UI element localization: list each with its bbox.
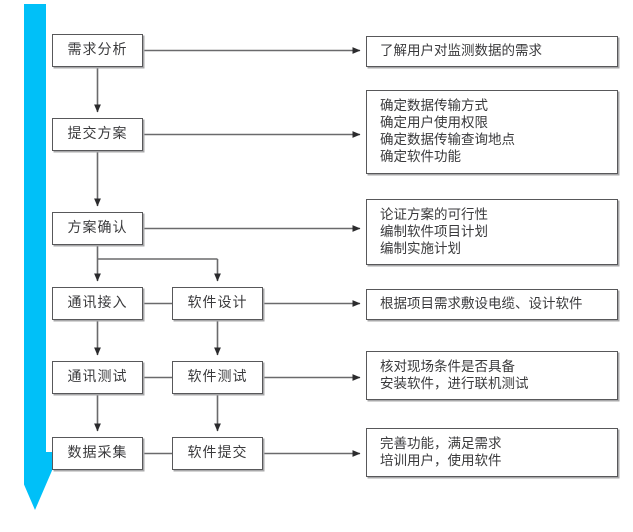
- stage-label: 方案确认: [67, 219, 128, 236]
- stage-label: 需求分析: [67, 41, 128, 58]
- stage-label: 提交方案: [67, 125, 128, 142]
- description-line: 核对现场条件是否具备: [380, 358, 515, 375]
- description-line: 培训用户，使用软件: [380, 452, 502, 469]
- description-line: 完善功能，满足需求: [380, 435, 502, 452]
- stage-label: 通讯接入: [67, 294, 128, 311]
- description-line: 了解用户对监测数据的需求: [380, 43, 542, 59]
- description-line: 编制实施计划: [380, 240, 461, 257]
- stage-data-acquisition[interactable]: 数据采集: [52, 437, 143, 470]
- workflow-progress-arrow: [24, 4, 60, 510]
- description-line: 确定数据传输方式: [380, 98, 488, 114]
- description-line: 论证方案的可行性: [380, 206, 488, 223]
- stage-software-test[interactable]: 软件测试: [172, 361, 263, 394]
- stage-proposal-confirmation[interactable]: 方案确认: [52, 212, 143, 245]
- description-requirement-analysis: 了解用户对监测数据的需求: [366, 36, 618, 67]
- description-line: 确定数据传输查询地点: [380, 132, 515, 148]
- stage-label: 软件提交: [187, 444, 248, 461]
- description-software-test: 核对现场条件是否具备 安装软件，进行联机测试: [366, 351, 618, 400]
- stage-communication-access[interactable]: 通讯接入: [52, 287, 143, 320]
- description-submit-proposal: 确定数据传输方式 确定用户使用权限 确定数据传输查询地点 确定软件功能: [366, 90, 618, 174]
- stage-software-delivery[interactable]: 软件提交: [172, 437, 263, 470]
- description-line: 根据项目需求敷设电缆、设计软件: [380, 296, 583, 312]
- description-line: 编制软件项目计划: [380, 223, 488, 240]
- description-line: 确定用户使用权限: [380, 115, 488, 131]
- description-software-delivery: 完善功能，满足需求 培训用户，使用软件: [366, 428, 618, 477]
- stage-label: 数据采集: [67, 444, 128, 461]
- stage-communication-test[interactable]: 通讯测试: [52, 361, 143, 394]
- stage-software-design[interactable]: 软件设计: [172, 287, 263, 320]
- description-software-design: 根据项目需求敷设电缆、设计软件: [366, 289, 618, 320]
- stage-submit-proposal[interactable]: 提交方案: [52, 118, 143, 151]
- description-line: 安装软件，进行联机测试: [380, 375, 529, 392]
- stage-label: 通讯测试: [67, 368, 128, 385]
- stage-label: 软件设计: [187, 294, 248, 311]
- stage-label: 软件测试: [187, 368, 248, 385]
- description-line: 确定软件功能: [380, 149, 461, 165]
- description-proposal-confirmation: 论证方案的可行性 编制软件项目计划 编制实施计划: [366, 199, 618, 265]
- stage-requirement-analysis[interactable]: 需求分析: [52, 34, 143, 67]
